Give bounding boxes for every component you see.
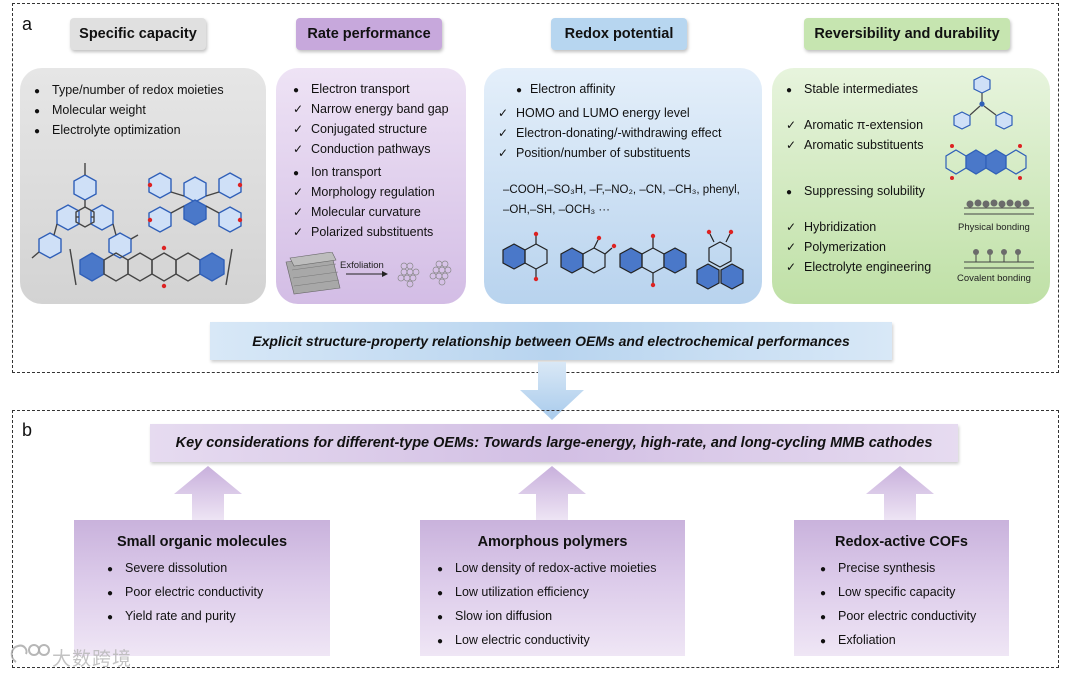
list-item: Severe dissolution bbox=[107, 556, 263, 580]
capacity-header: Specific capacity bbox=[70, 18, 206, 50]
list-item: Precise synthesis bbox=[820, 556, 976, 580]
list-item: Molecular curvature bbox=[293, 202, 449, 222]
panel-b-letter: b bbox=[22, 420, 33, 440]
up-arrow-right bbox=[866, 466, 934, 522]
list-item: Poor electric conductivity bbox=[107, 580, 263, 604]
physical-bonding-caption: Physical bonding bbox=[958, 222, 1030, 233]
redox-header: Redox potential bbox=[551, 18, 687, 50]
list-item: Low density of redox-active moieties bbox=[437, 556, 656, 580]
list-item: Exfoliation bbox=[820, 628, 976, 652]
list-item: Electron affinity bbox=[498, 79, 721, 99]
panel-a-frame bbox=[12, 3, 1059, 373]
redox-cofs-box: Redox-active COFs Precise synthesis Low … bbox=[794, 520, 1009, 656]
exfoliation-label: Exfoliation bbox=[340, 260, 384, 271]
quinone-molecules-illustration bbox=[502, 229, 744, 290]
list-item: Polymerization bbox=[786, 237, 931, 257]
panel-a-letter: a bbox=[22, 14, 33, 34]
list-item: Aromatic π-extension bbox=[786, 115, 924, 135]
list-item: Poor electric conductivity bbox=[820, 604, 976, 628]
box-list: Low density of redox-active moieties Low… bbox=[437, 556, 656, 652]
covalent-bonding-caption: Covalent bonding bbox=[957, 273, 1031, 284]
rate-list: Electron transport Narrow energy band ga… bbox=[293, 79, 449, 242]
up-arrow-middle bbox=[518, 466, 586, 522]
box-title: Amorphous polymers bbox=[477, 534, 628, 550]
list-item: Conduction pathways bbox=[293, 139, 449, 159]
list-item: Slow ion diffusion bbox=[437, 604, 656, 628]
list-item: Position/number of substituents bbox=[498, 143, 721, 163]
redox-list: Electron affinity HOMO and LUMO energy l… bbox=[498, 79, 721, 163]
rate-header: Rate performance bbox=[296, 18, 442, 50]
list-item: Type/number of redox moieties bbox=[34, 80, 224, 100]
list-item: Molecular weight bbox=[34, 100, 224, 120]
list-item: Aromatic substituents bbox=[786, 135, 924, 155]
exfoliation-illustration bbox=[285, 252, 452, 295]
durability-card bbox=[772, 68, 1050, 304]
list-item: Low specific capacity bbox=[820, 580, 976, 604]
box-title: Redox-active COFs bbox=[835, 534, 968, 550]
list-item: Polarized substituents bbox=[293, 222, 449, 242]
durability-header: Reversibility and durability bbox=[804, 18, 1010, 50]
box-title: Small organic molecules bbox=[116, 534, 288, 550]
list-item: Low utilization efficiency bbox=[437, 580, 656, 604]
list-item: HOMO and LUMO energy level bbox=[498, 103, 721, 123]
panel-b-banner: Key considerations for different-type OE… bbox=[150, 424, 958, 462]
list-item: Yield rate and purity bbox=[107, 604, 263, 628]
list-item: Electrolyte engineering bbox=[786, 257, 931, 277]
list-item: Electron transport bbox=[293, 79, 449, 99]
down-arrow bbox=[520, 362, 584, 420]
list-item: Hybridization bbox=[786, 217, 931, 237]
list-item: Stable intermediates bbox=[786, 79, 924, 99]
substituents-line-1: –COOH,–SO₃H, –F,–NO₂, –CN, –CH₃, phenyl, bbox=[503, 184, 740, 196]
box-list: Precise synthesis Low specific capacity … bbox=[820, 556, 976, 652]
watermark-text: 大数跨境 bbox=[52, 649, 133, 670]
list-item: Morphology regulation bbox=[293, 182, 449, 202]
capacity-list: Type/number of redox moieties Molecular … bbox=[34, 80, 224, 140]
panel-b-frame bbox=[12, 410, 1059, 668]
list-item: Low electric conductivity bbox=[437, 628, 656, 652]
watermark-logo-icon bbox=[10, 644, 50, 663]
panel-a-banner: Explicit structure-property relationship… bbox=[210, 322, 892, 360]
small-molecules-box: Small organic molecules Severe dissoluti… bbox=[74, 520, 330, 656]
up-arrow-left bbox=[174, 466, 242, 522]
substituents-line-2: –OH,–SH, –OCH₃ ··· bbox=[503, 204, 610, 216]
amorphous-polymers-box: Amorphous polymers Low density of redox-… bbox=[420, 520, 685, 656]
list-item: Narrow energy band gap bbox=[293, 99, 449, 119]
durability-molecules-illustration bbox=[945, 75, 1034, 269]
list-item: Suppressing solubility bbox=[786, 181, 931, 201]
list-item: Ion transport bbox=[293, 162, 449, 182]
list-item: Electrolyte optimization bbox=[34, 120, 224, 140]
list-item: Electron-donating/-withdrawing effect bbox=[498, 123, 721, 143]
durability-list-2: Suppressing solubility Hybridization Pol… bbox=[786, 181, 931, 277]
box-list: Severe dissolution Poor electric conduct… bbox=[107, 556, 263, 628]
durability-list-1: Stable intermediates Aromatic π-extensio… bbox=[786, 79, 924, 155]
list-item: Conjugated structure bbox=[293, 119, 449, 139]
capacity-molecules-illustration bbox=[31, 163, 243, 289]
